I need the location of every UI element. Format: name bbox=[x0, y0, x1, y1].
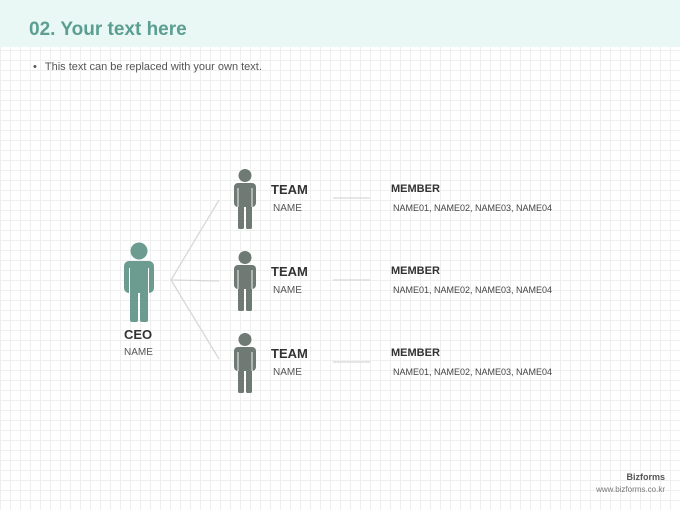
team-1-member-list: NAME01, NAME02, NAME03, NAME04 bbox=[393, 203, 553, 213]
team-2-name: NAME bbox=[273, 285, 302, 296]
team-1-person-icon bbox=[234, 169, 256, 229]
page-title: 02. Your text here bbox=[29, 19, 187, 40]
footer-url: www.bizforms.co.kr bbox=[596, 485, 665, 494]
ceo-person-icon bbox=[124, 242, 154, 322]
team-2-person-icon bbox=[234, 251, 256, 311]
header-bar bbox=[0, 0, 680, 47]
team-1-title: TEAM bbox=[271, 182, 308, 197]
bullet-dot: • bbox=[33, 61, 37, 73]
team-2-member-list: NAME01, NAME02, NAME03, NAME04 bbox=[393, 285, 553, 295]
team-2-member-title: MEMBER bbox=[391, 265, 440, 277]
team-3-name: NAME bbox=[273, 367, 302, 378]
ceo-title: CEO bbox=[124, 327, 153, 342]
team-3-member-title: MEMBER bbox=[391, 347, 440, 359]
team-3-member-list: NAME01, NAME02, NAME03, NAME04 bbox=[393, 367, 553, 377]
team-2-title: TEAM bbox=[271, 264, 308, 279]
intro-text-content: This text can be replaced with your own … bbox=[44, 61, 262, 73]
footer-brand: Bizforms bbox=[626, 472, 665, 482]
intro-text: • This text can be replaced with your own… bbox=[33, 61, 262, 73]
team-3-person-icon bbox=[234, 333, 256, 393]
ceo-name: NAME bbox=[124, 347, 153, 358]
connector-ceo-team-2 bbox=[170, 279, 220, 282]
connector-ceo-team-3 bbox=[170, 279, 220, 360]
team-1-member-title: MEMBER bbox=[391, 183, 440, 195]
team-3-title: TEAM bbox=[271, 346, 308, 361]
team-1-name: NAME bbox=[273, 203, 302, 214]
connector-ceo-team-1 bbox=[170, 199, 220, 281]
